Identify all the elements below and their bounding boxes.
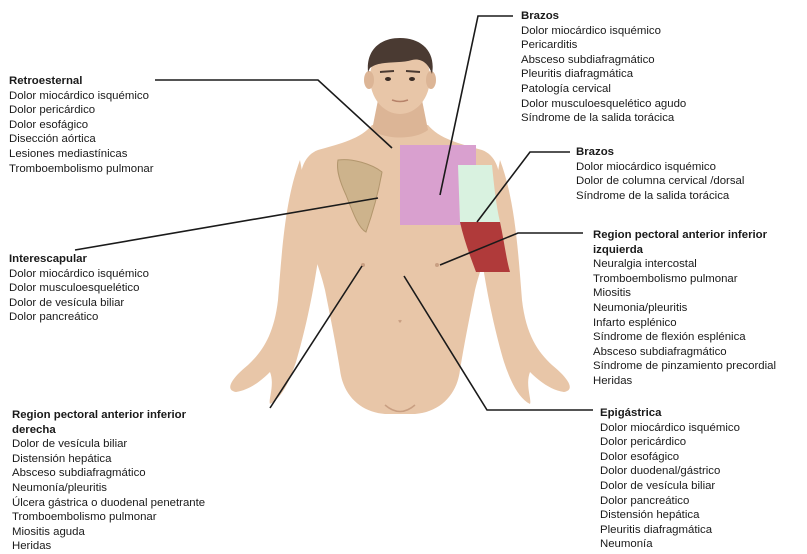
list-item: Dolor musculoesquelético agudo	[521, 97, 686, 112]
group-pectoral-derecha: Region pectoral anterior inferior derech…	[12, 408, 205, 554]
list-item: Dolor de vesícula biliar	[12, 437, 205, 452]
list-item: Síndrome de la salida torácica	[521, 111, 686, 126]
list-item: Dolor duodenal/gástrico	[600, 464, 740, 479]
group-brazos-1: Brazos Dolor miocárdico isquémico Perica…	[521, 9, 686, 126]
human-body-figure	[230, 38, 570, 414]
list-item: Heridas	[593, 374, 776, 389]
list-item: Neumonia/pleuritis	[593, 301, 776, 316]
list-item: Síndrome de la salida torácica	[576, 189, 744, 204]
list-item: Pleuritis diafragmática	[521, 67, 686, 82]
list-item: Absceso subdiafragmático	[521, 53, 686, 68]
group-epigastrica: Epigástrica Dolor miocárdico isquémico D…	[600, 406, 740, 552]
group-interescapular: Interescapular Dolor miocárdico isquémic…	[9, 252, 149, 325]
list-item: Distensión hepática	[600, 508, 740, 523]
list-item: Miositis aguda	[12, 525, 205, 540]
list-item: Disección aórtica	[9, 132, 154, 147]
group-brazos-2: Brazos Dolor miocárdico isquémico Dolor …	[576, 145, 744, 203]
group-title-line: derecha	[12, 423, 205, 438]
list-item: Lesiones mediastínicas	[9, 147, 154, 162]
list-item: Dolor miocárdico isquémico	[9, 89, 154, 104]
right-ear-shape	[426, 71, 436, 89]
list-item: Infarto esplénico	[593, 316, 776, 331]
right-eye-shape	[409, 77, 415, 81]
list-item: Dolor miocárdico isquémico	[9, 267, 149, 282]
group-title-line: Region pectoral anterior inferior	[12, 408, 205, 423]
group-retroesternal: Retroesternal Dolor miocárdico isquémico…	[9, 74, 154, 176]
list-item: Dolor miocárdico isquémico	[600, 421, 740, 436]
list-item: Dolor esofágico	[9, 118, 154, 133]
right-nipple-mark	[435, 263, 439, 267]
group-title: Epigástrica	[600, 406, 740, 421]
list-item: Tromboembolismo pulmonar	[593, 272, 776, 287]
list-item: Pleuritis diafragmática	[600, 523, 740, 538]
list-item: Úlcera gástrica o duodenal penetrante	[12, 496, 205, 511]
list-item: Dolor de vesícula biliar	[9, 296, 149, 311]
list-item: Patología cervical	[521, 82, 686, 97]
list-item: Tromboembolismo pulmonar	[9, 162, 154, 177]
list-item: Absceso subdiafragmático	[593, 345, 776, 360]
group-title: Brazos	[521, 9, 686, 24]
list-item: Pericarditis	[521, 38, 686, 53]
list-item: Distensión hepática	[12, 452, 205, 467]
group-title: Interescapular	[9, 252, 149, 267]
group-title: Brazos	[576, 145, 744, 160]
list-item: Dolor esofágico	[600, 450, 740, 465]
group-title-line: Region pectoral anterior inferior	[593, 228, 776, 243]
left-brow-shape	[380, 71, 394, 72]
list-item: Dolor miocárdico isquémico	[576, 160, 744, 175]
group-title: Retroesternal	[9, 74, 154, 89]
list-item: Dolor de vesícula biliar	[600, 479, 740, 494]
list-item: Síndrome de flexión esplénica	[593, 330, 776, 345]
list-item: Dolor musculoesquelético	[9, 281, 149, 296]
list-item: Dolor de columna cervical /dorsal	[576, 174, 744, 189]
list-item: Dolor pericárdico	[600, 435, 740, 450]
left-ear-shape	[364, 71, 374, 89]
list-item: Absceso subdiafragmático	[12, 466, 205, 481]
list-item: Tromboembolismo pulmonar	[12, 510, 205, 525]
list-item: Dolor pancreático	[600, 494, 740, 509]
list-item: Síndrome de pinzamiento precordial	[593, 359, 776, 374]
group-title-line: izquierda	[593, 243, 776, 258]
list-item: Dolor pancreático	[9, 310, 149, 325]
list-item: Neuralgia intercostal	[593, 257, 776, 272]
list-item: Heridas	[12, 539, 205, 554]
list-item: Dolor miocárdico isquémico	[521, 24, 686, 39]
list-item: Neumonía/pleuritis	[12, 481, 205, 496]
left-eye-shape	[385, 77, 391, 81]
right-brow-shape	[406, 71, 420, 72]
group-pectoral-izquierda: Region pectoral anterior inferior izquie…	[593, 228, 776, 389]
list-item: Neumonía	[600, 537, 740, 552]
list-item: Miositis	[593, 286, 776, 301]
list-item: Dolor pericárdico	[9, 103, 154, 118]
